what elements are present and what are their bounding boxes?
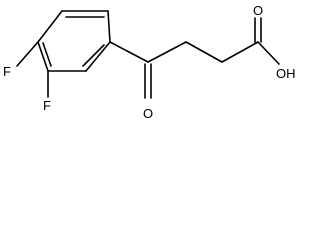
benzene-ring	[37, 10, 111, 72]
chain-bond	[221, 41, 259, 63]
c-f-bond	[16, 41, 39, 67]
ring-double-bond	[42, 42, 52, 67]
ring-bond	[107, 10, 111, 43]
chain-bond	[109, 41, 149, 63]
chain-bond	[147, 41, 187, 63]
ketone-oxygen-label: O	[143, 106, 153, 121]
acid-carbonyl-oxygen-label: O	[253, 3, 263, 18]
fluorine-label: F	[43, 98, 51, 113]
ring-bond	[37, 41, 49, 72]
acid-hydroxyl-label: OH	[276, 66, 296, 81]
chemical-structure: F F O O OH	[3, 3, 296, 121]
chain-bond	[185, 41, 223, 63]
ring-double-bond	[82, 44, 105, 67]
ring-bond	[37, 10, 63, 43]
ring-bond	[85, 41, 111, 72]
fluorine-label: F	[3, 64, 11, 79]
acid-hydroxyl-bond	[257, 41, 280, 65]
